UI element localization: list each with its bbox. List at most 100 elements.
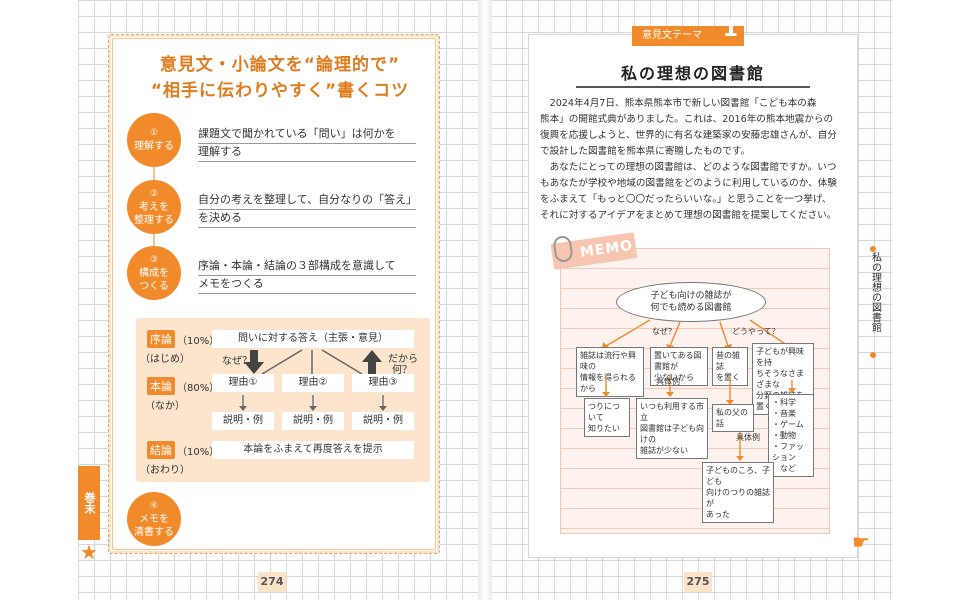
step-number: ① xyxy=(149,128,159,138)
memo-box-childhood: 子どものころ、子ども 向けのつりの雑誌が あった xyxy=(702,462,774,523)
step-text-line: 理解する xyxy=(198,144,416,162)
reason-box-3: 理由③ xyxy=(352,374,414,392)
step-number: ③ xyxy=(149,254,159,265)
structure-arrows xyxy=(244,349,382,375)
step-text-1: 課題文で聞かれている「問い」は何かを 理解する xyxy=(198,126,416,162)
explanation-box-2: 説明・例 xyxy=(282,412,344,430)
step-text-line: 課題文で聞かれている「問い」は何かを xyxy=(198,126,416,144)
step-circle-3: ③ 構成を つくる xyxy=(127,246,181,300)
memo-line: ・動物 xyxy=(772,431,796,440)
memo-box-reason-trend: 雑誌は流行や興味の 情報を得られるから xyxy=(576,347,644,397)
reason-arrows xyxy=(239,395,387,411)
memo-line: など xyxy=(772,464,796,473)
step-circle-2: ② 考えを 整理する xyxy=(127,180,181,234)
what-label: 何？ xyxy=(392,365,412,376)
theme-badge-number: 1 xyxy=(722,17,738,42)
memo-line: 向けのつりの雑誌が xyxy=(706,488,770,508)
memo-box-father-story: 私の父の話 xyxy=(712,404,754,432)
step-label: つくる xyxy=(139,280,169,292)
step-text-3: 序論・本論・結論の３部構成を意識して メモをつくる xyxy=(198,258,416,294)
reason-box-1: 理由① xyxy=(212,374,274,392)
memo-center-line: 子ども向けの雑誌が xyxy=(650,291,732,301)
step-text-line: 自分の考えを整理して、自分なりの「答え」 xyxy=(198,192,417,210)
memo-note-example-2: 具体例 xyxy=(736,433,760,442)
memo-line: 置いてある図書館が xyxy=(654,351,702,371)
step-text-line: 序論・本論・結論の３部構成を意識して xyxy=(198,258,416,276)
memo-box-genre-list: ・科学 ・音楽 ・ゲーム ・動物 ・ファッション など xyxy=(768,394,814,477)
paragraph-line: もあなたが学校や地域の図書館をどのように利用しているのか、体験 xyxy=(540,178,837,189)
step-connector xyxy=(153,167,155,181)
memo-line: ちそうなさまざまな xyxy=(756,369,804,389)
step-connector xyxy=(153,234,155,248)
paragraph-line: 熊本」の開館式典がありました。これは、2016年の熊本地震からの xyxy=(540,114,834,125)
paragraph-line: で設計した図書館を熊本県に寄贈したものです。 xyxy=(540,146,751,157)
intro-tag: 序論 xyxy=(147,330,175,348)
step-label: 清書する xyxy=(134,526,174,538)
side-dot-icon xyxy=(870,352,876,358)
page-number-right: 275 xyxy=(684,572,712,592)
step-label: 考えを xyxy=(139,201,169,213)
step-circle-4: ④ メモを 清書する xyxy=(127,492,181,546)
because-label: だから xyxy=(388,354,418,365)
prompt-paragraph-1: 2024年4月7日、熊本県熊本市で新しい図書館「こども本の森 熊本」の開館式典が… xyxy=(540,96,850,160)
body-percent: （80%） xyxy=(177,383,220,394)
body-tag: 本論 xyxy=(147,377,175,395)
memo-line: あった xyxy=(706,510,730,519)
step-number: ② xyxy=(149,188,159,199)
why-label: なぜ？ xyxy=(222,356,252,367)
paragraph-line: 復興を応援しようと、世界的に有名な建築家の安藤忠雄さんが、自分 xyxy=(540,130,837,141)
memo-center-line: 何でも読める図書館 xyxy=(650,303,732,313)
memo-line: 雑誌は流行や興味の xyxy=(580,351,636,371)
memo-why: なぜ？ xyxy=(652,327,676,336)
appendix-side-tab: 巻末 xyxy=(78,466,100,540)
right-page-title: 私の理想の図書館 xyxy=(620,64,765,83)
side-dot-icon xyxy=(870,246,876,252)
memo-line: 雑誌が少ない xyxy=(640,446,688,455)
title-underline xyxy=(576,86,810,88)
conclusion-subtitle: （おわり） xyxy=(140,465,190,476)
memo-box-city-library: いつも利用する市立 図書館は子ども向けの 雑誌が少ない xyxy=(636,398,708,459)
memo-line: つりについて xyxy=(588,402,620,422)
step-text-line: メモをつくる xyxy=(198,276,416,294)
memo-sub-arrows xyxy=(602,374,796,461)
memo-line: 図書館は子ども向けの xyxy=(640,424,704,444)
step-circle-1: ① 理解する xyxy=(127,113,181,167)
paragraph-line: 2024年4月7日、熊本県熊本市で新しい図書館「こども本の森 xyxy=(540,98,817,109)
paragraph-line: あなたにとっての理想の図書館は、どのような図書館ですか。いつ xyxy=(540,162,837,173)
step-number: ④ xyxy=(149,500,159,511)
left-title-line-2: “相手に伝わりやすく”書くコツ xyxy=(150,81,410,101)
paragraph-line: それに対するアイデアをまとめて理想の図書館を提案してください。 xyxy=(540,210,837,221)
memo-how: どうやって？ xyxy=(732,327,780,336)
memo-line: ・音楽 xyxy=(772,409,796,418)
intro-subtitle: （はじめ） xyxy=(140,354,190,365)
step-label: 構成を xyxy=(139,267,169,279)
pointing-hand-icon: ☛ xyxy=(852,530,870,554)
star-icon: ★ xyxy=(80,540,98,564)
book-gutter xyxy=(478,0,492,600)
theme-badge-label: 意見文テーマ xyxy=(642,30,702,41)
intro-percent: （10%） xyxy=(177,336,220,347)
conclusion-percent: （10%） xyxy=(177,447,220,458)
memo-line: を置く xyxy=(716,373,740,382)
memo-line: いつも利用する市立 xyxy=(640,402,704,422)
paragraph-line: をふまえて「もっと〇〇だったらいいな。」と思うことを一つ挙げ、 xyxy=(540,194,832,205)
memo-center-idea: 子ども向けの雑誌が 何でも読める図書館 xyxy=(616,282,766,322)
memo-box-fishing: つりについて 知りたい xyxy=(584,398,630,437)
explanation-box-1: 説明・例 xyxy=(212,412,274,430)
left-page-title: 意見文・小論文を“論理的で” “相手に伝わりやすく”書くコツ xyxy=(140,52,420,104)
step-label: 整理する xyxy=(134,214,174,226)
memo-line: 子どもが興味を持 xyxy=(756,347,804,367)
prompt-paragraph-2: あなたにとっての理想の図書館は、どのような図書館ですか。いつ もあなたが学校や地… xyxy=(540,160,850,224)
memo-line: 情報を得られるから xyxy=(580,373,636,393)
step-label: メモを xyxy=(139,513,169,525)
right-side-label: 私の理想の図書館 xyxy=(869,252,881,332)
memo-line: 子どものころ、子ども xyxy=(706,466,770,486)
memo-line: 少ないから xyxy=(654,373,694,382)
answer-box: 問いに対する答え（主張・意見） xyxy=(212,330,414,348)
memo-line: 私の父の話 xyxy=(716,408,748,428)
conclusion-box: 本論をふまえて再度答えを提示 xyxy=(212,441,414,459)
step-text-line: を決める xyxy=(198,210,416,228)
memo-box-reason-few: 置いてある図書館が 少ないから xyxy=(650,347,708,386)
memo-line: ・ゲーム xyxy=(772,420,804,429)
memo-note-example-1: 具体例 xyxy=(656,377,680,386)
